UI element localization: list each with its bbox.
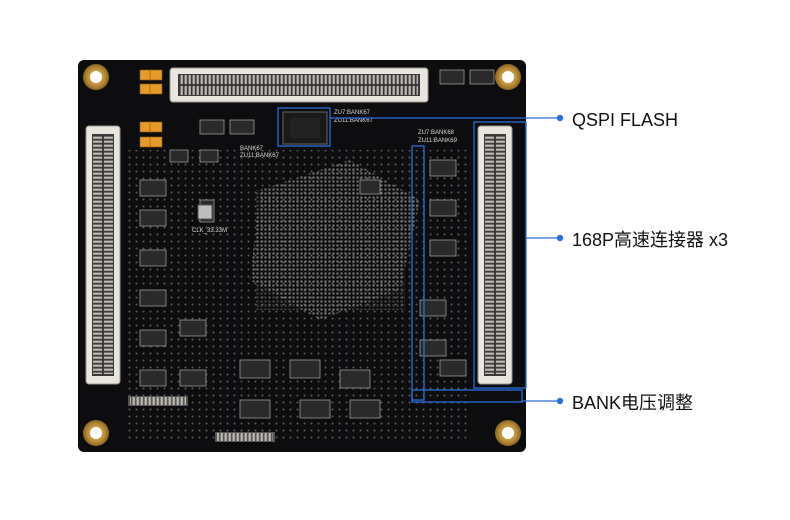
mounting-holes	[83, 64, 521, 446]
silk-bank68: ZU7:BANK68	[418, 130, 455, 136]
silk-bank-left2: ZU11:BANK67	[240, 153, 280, 159]
silk-clk: CLK_33.33M	[192, 228, 227, 234]
callout-label-bank: BANK电压调整	[572, 393, 694, 413]
connector-top	[169, 67, 429, 103]
tantalum-capacitors	[139, 69, 163, 148]
bank-highlight-box	[411, 145, 425, 401]
callout-label-qspi: QSPI FLASH	[572, 110, 679, 130]
bottom-headers	[128, 396, 275, 442]
callout-graphics	[277, 107, 560, 403]
connector-highlight-box	[473, 121, 527, 389]
silk-bank67b: ZU11:BANK67	[334, 118, 374, 124]
connector-right	[477, 125, 513, 385]
callout-label-connector: 168P高速连接器 x3	[572, 230, 729, 250]
silk-bank-left: BANK67	[240, 146, 264, 152]
silk-bank67: ZU7:BANK67	[334, 110, 371, 116]
silk-bank69: ZU11:BANK69	[418, 138, 458, 144]
qspi-flash-chip	[282, 111, 328, 145]
crystal-oscillator	[197, 204, 213, 220]
connector-left	[85, 125, 121, 385]
qspi-highlight-box	[277, 107, 331, 147]
callout-dots	[556, 114, 564, 405]
silkscreen-text: ZU7:BANK67 ZU11:BANK67 ZU7:BANK68 ZU11:B…	[192, 110, 458, 234]
